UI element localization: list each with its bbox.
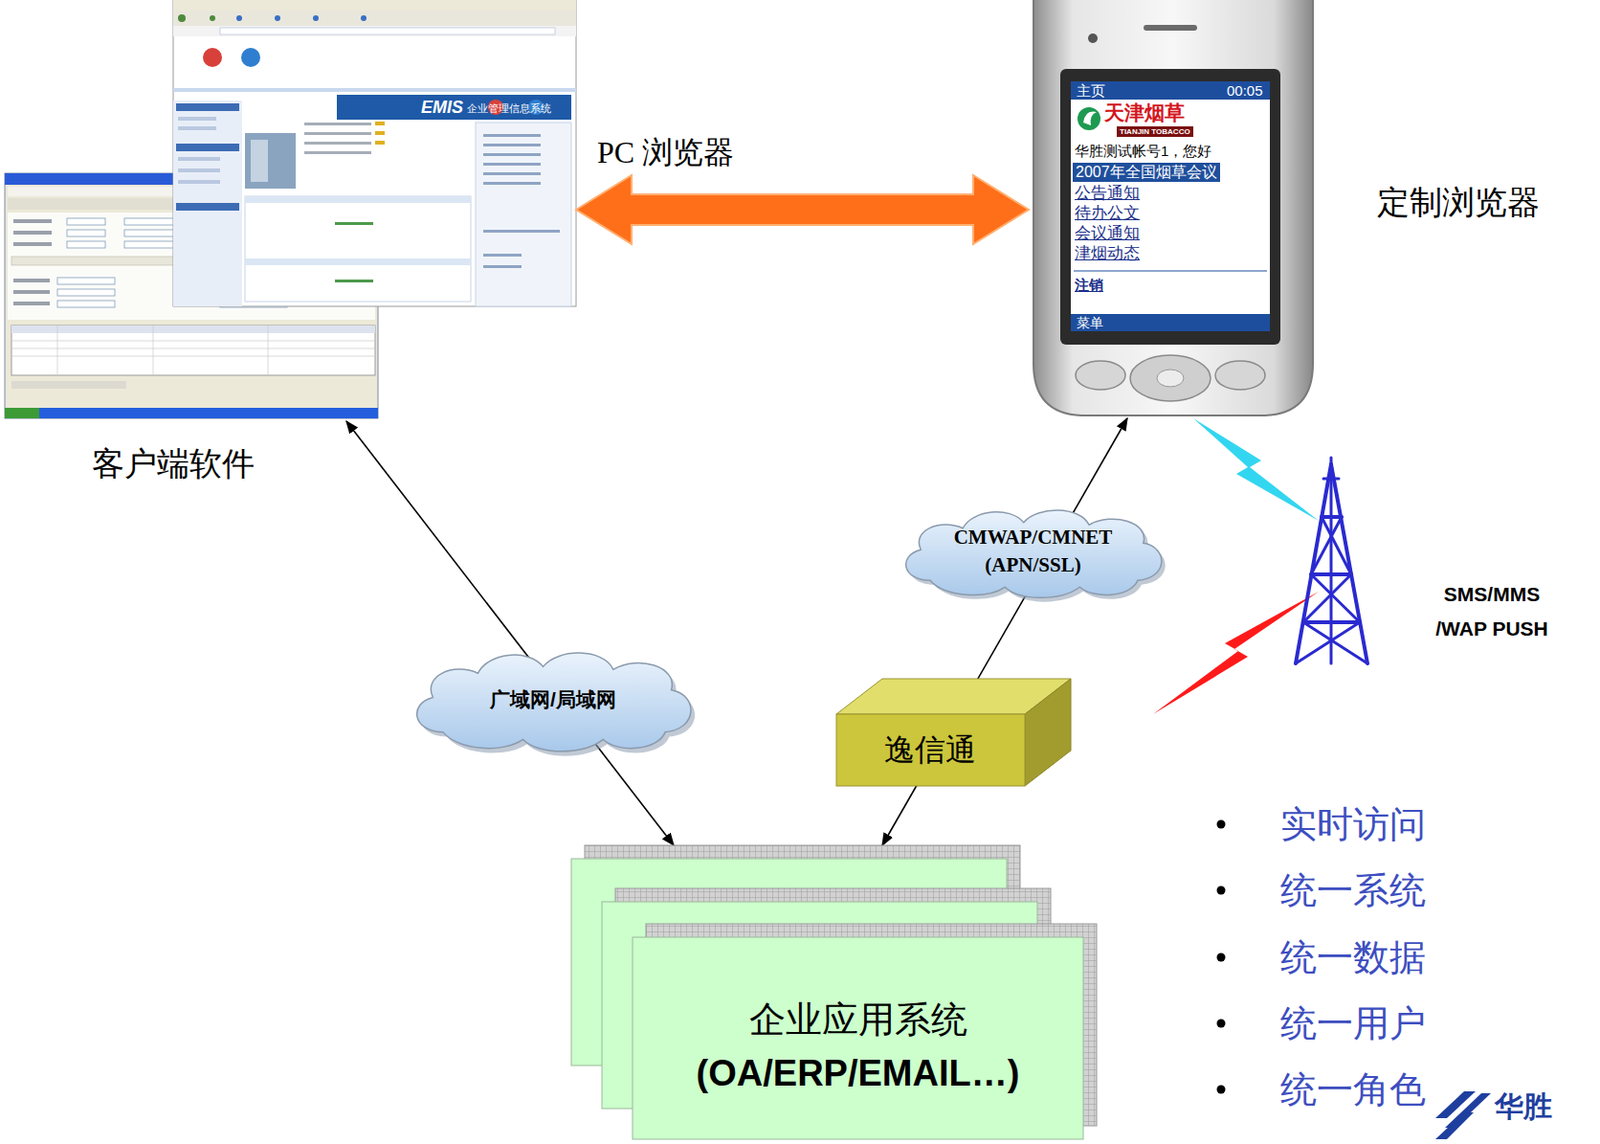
radio-tower [1295, 457, 1368, 664]
phone-menu-link: 会议通知 [1074, 223, 1140, 244]
node-caption: 客户端软件 [91, 444, 255, 484]
phone-softkey: 菜单 [1076, 314, 1104, 332]
cloud-text: 广域网/局域网 [489, 686, 617, 712]
cloud-text: CMWAP/CMNET (APN/SSL) [944, 523, 1122, 580]
phone-menu-link: 津烟动态 [1074, 244, 1140, 264]
feature-bullet: 统一数据 [1280, 933, 1426, 980]
text-area: 定制浏览器 [1377, 183, 1540, 223]
phone-menu-link: 公告通知 [1074, 183, 1140, 203]
network-cloud: 广域网/局域网 [402, 643, 704, 756]
node-caption: 定制浏览器 [1377, 183, 1540, 223]
network-cloud: CMWAP/CMNET (APN/SSL) [892, 501, 1174, 601]
custom-browser: 定制浏览器 [1028, 0, 1316, 419]
pda-phone [1033, 0, 1313, 416]
phone-menu-selected: 2007年全国烟草会议 [1072, 162, 1221, 182]
cloud-shape [892, 501, 1174, 601]
text-area: 企业应用系统 (OA/ERP/EMAIL…) [632, 996, 1084, 1096]
phone-title-bar: 主页 [1076, 82, 1106, 99]
company-logo-text: 华胜 [1494, 1088, 1553, 1124]
box-subtitle: (OA/ERP/EMAIL…) [632, 1049, 1084, 1096]
double-arrow [576, 175, 1029, 245]
tower-label: SMS/MMS /WAP PUSH [1425, 577, 1558, 646]
gateway-box: 逸信通 [836, 678, 1071, 786]
phone-logo-text: 天津烟草 [1104, 101, 1185, 125]
emis-web-screenshot [173, 0, 577, 307]
text-area: 逸信通 [836, 713, 1025, 786]
phone-logo-subtext: TIANJIN TOBACCO [1116, 126, 1194, 137]
phone-greeting: 华胜测试帐号1，您好 [1074, 141, 1212, 160]
text-area: CMWAP/CMNET (APN/SSL) [892, 501, 1174, 601]
feature-bullet: 统一用户 [1280, 1000, 1426, 1046]
bullet-dots [1217, 820, 1226, 1094]
connector-line [346, 421, 674, 845]
text-area: 广域网/局域网 [402, 643, 704, 756]
phone-clock: 00:05 [1226, 82, 1264, 99]
feature-bullet: 实时访问 [1280, 800, 1426, 847]
edge-label: PC 浏览器 [597, 133, 734, 172]
feature-bullet: 统一角色 [1280, 1066, 1426, 1112]
screen-title: EMIS [421, 96, 464, 118]
feature-bullet: 统一系统 [1280, 866, 1426, 913]
company-logo-mark [1435, 1090, 1491, 1139]
client-software: 客户端软件 [4, 0, 577, 422]
box-text: 逸信通 [884, 730, 977, 769]
screen-subtitle: 企业管理信息系统 [466, 101, 552, 115]
phone-menu-link: 待办公文 [1074, 203, 1140, 223]
box-title: 企业应用系统 [632, 996, 1084, 1043]
box-3d-shape [836, 678, 1071, 786]
enterprise-system-stack: 企业应用系统 (OA/ERP/EMAIL…) [571, 844, 1097, 1144]
stacked-sheets-shape [571, 844, 1097, 1144]
text-area: 客户端软件 [91, 444, 255, 484]
wireless-bolts [1153, 418, 1319, 714]
phone-logout-link: 注销 [1074, 275, 1104, 294]
